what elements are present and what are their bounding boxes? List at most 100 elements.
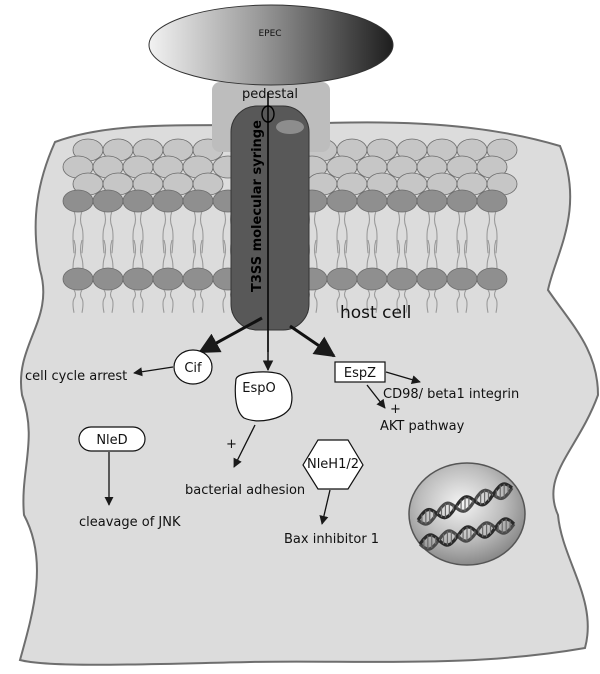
lipid-head <box>92 267 124 291</box>
arrow-to-cif <box>198 316 263 354</box>
syringe-label: T3SS molecular syringe <box>250 120 265 292</box>
lipid-tail <box>313 210 318 254</box>
lipid-head <box>182 267 214 291</box>
lipid-tail <box>139 210 144 254</box>
lipid-tail <box>192 210 197 254</box>
bax-inhibitor-label: Bax inhibitor 1 <box>284 532 379 547</box>
t3ss-syringe <box>230 105 310 331</box>
cd98-label: CD98/ beta1 integrin <box>383 387 519 402</box>
lipid-tail <box>366 210 371 254</box>
nled-effector <box>78 426 146 452</box>
cif-label: Cif <box>184 361 202 376</box>
lipid-head <box>386 189 418 213</box>
lipid-tail <box>463 210 468 254</box>
dna-double-helix-icon <box>416 482 516 551</box>
lipid-tail <box>132 210 137 254</box>
lipid-tail <box>373 289 378 313</box>
arrow-nleh-to-bax <box>319 489 331 525</box>
lipid-tail <box>403 210 408 254</box>
lipid-tail <box>169 289 174 313</box>
lipid-tail <box>493 210 498 254</box>
lipid-tail <box>426 210 431 254</box>
lipid-head <box>92 189 124 213</box>
lipid-tail <box>373 210 378 254</box>
lipid-tail <box>162 210 167 254</box>
lipid-tail <box>169 210 174 254</box>
lipid-head <box>326 189 358 213</box>
lipid-head <box>356 267 388 291</box>
lipid-tail <box>102 210 107 254</box>
lipid-tail <box>162 289 167 313</box>
lipid-head <box>62 267 94 291</box>
lipid-tail <box>343 210 348 254</box>
bacterial-adhesion-label: bacterial adhesion <box>185 483 305 498</box>
arrow-to-espz <box>289 324 336 358</box>
lipid-head <box>386 267 418 291</box>
lipid-head <box>476 189 508 213</box>
lipid-tail <box>486 289 491 313</box>
akt-pathway-label: AKT pathway <box>380 419 465 434</box>
lipid-head <box>122 189 154 213</box>
lipid-tail <box>109 289 114 313</box>
lipid-tail <box>486 210 491 254</box>
lipid-tail <box>139 289 144 313</box>
lipid-tail <box>433 210 438 254</box>
lipid-tail <box>396 289 401 313</box>
arrow-espz-to-cd98 <box>385 371 421 385</box>
lipid-tail <box>109 210 114 254</box>
cif-effector <box>173 349 213 385</box>
espz-effector <box>334 361 386 383</box>
lipid-tail <box>493 289 498 313</box>
host-cell-label: host cell <box>340 303 411 323</box>
lipid-head <box>152 189 184 213</box>
lipid-tail <box>79 210 84 254</box>
lipid-head <box>62 189 94 213</box>
lipid-tail <box>433 289 438 313</box>
lipid-tail <box>463 289 468 313</box>
cleavage-jnk-label: cleavage of JNK <box>79 515 181 530</box>
pedestal-label: pedestal <box>242 87 298 102</box>
arrow-espz-to-akt <box>366 384 386 409</box>
nleh-label: NleH1/2 <box>307 457 359 472</box>
epec-bacterium <box>148 4 394 86</box>
lipid-head <box>326 267 358 291</box>
lipid-tail <box>336 289 341 313</box>
lipid-head <box>416 189 448 213</box>
lipid-tail <box>456 289 461 313</box>
lipid-head <box>446 189 478 213</box>
lipid-head <box>446 267 478 291</box>
lipid-tail <box>132 289 137 313</box>
lipid-tail <box>313 289 318 313</box>
lipid-tail <box>426 289 431 313</box>
lipid-head <box>182 189 214 213</box>
lipid-tail <box>72 289 77 313</box>
syringe-highlight <box>276 120 304 134</box>
lipid-tail <box>72 210 77 254</box>
espz-plus-sign: + <box>390 402 401 417</box>
lipid-tail <box>343 289 348 313</box>
lipid-tail <box>336 210 341 254</box>
lipid-tail <box>396 210 401 254</box>
nleh-effector <box>302 439 364 490</box>
lipid-head <box>416 267 448 291</box>
nled-label: NleD <box>96 433 127 448</box>
lipid-head <box>356 189 388 213</box>
lipid-tail <box>192 289 197 313</box>
lipid-head <box>152 267 184 291</box>
espo-effector <box>234 371 293 422</box>
lipid-head <box>122 267 154 291</box>
lipid-tail <box>222 210 227 254</box>
lipid-tail <box>222 289 227 313</box>
arrow-espo-to-adhesion <box>233 424 256 468</box>
espz-label: EspZ <box>344 366 376 381</box>
lipid-tail <box>199 289 204 313</box>
arrow-cif-to-arrest <box>133 366 174 377</box>
lipid-tail <box>102 289 107 313</box>
cell-cycle-arrest-label: cell cycle arrest <box>25 369 127 384</box>
epec-label: EPEC <box>258 29 281 39</box>
espo-label: EspO <box>242 381 275 396</box>
lipid-tail <box>403 289 408 313</box>
espo-plus-sign: + <box>226 437 237 452</box>
